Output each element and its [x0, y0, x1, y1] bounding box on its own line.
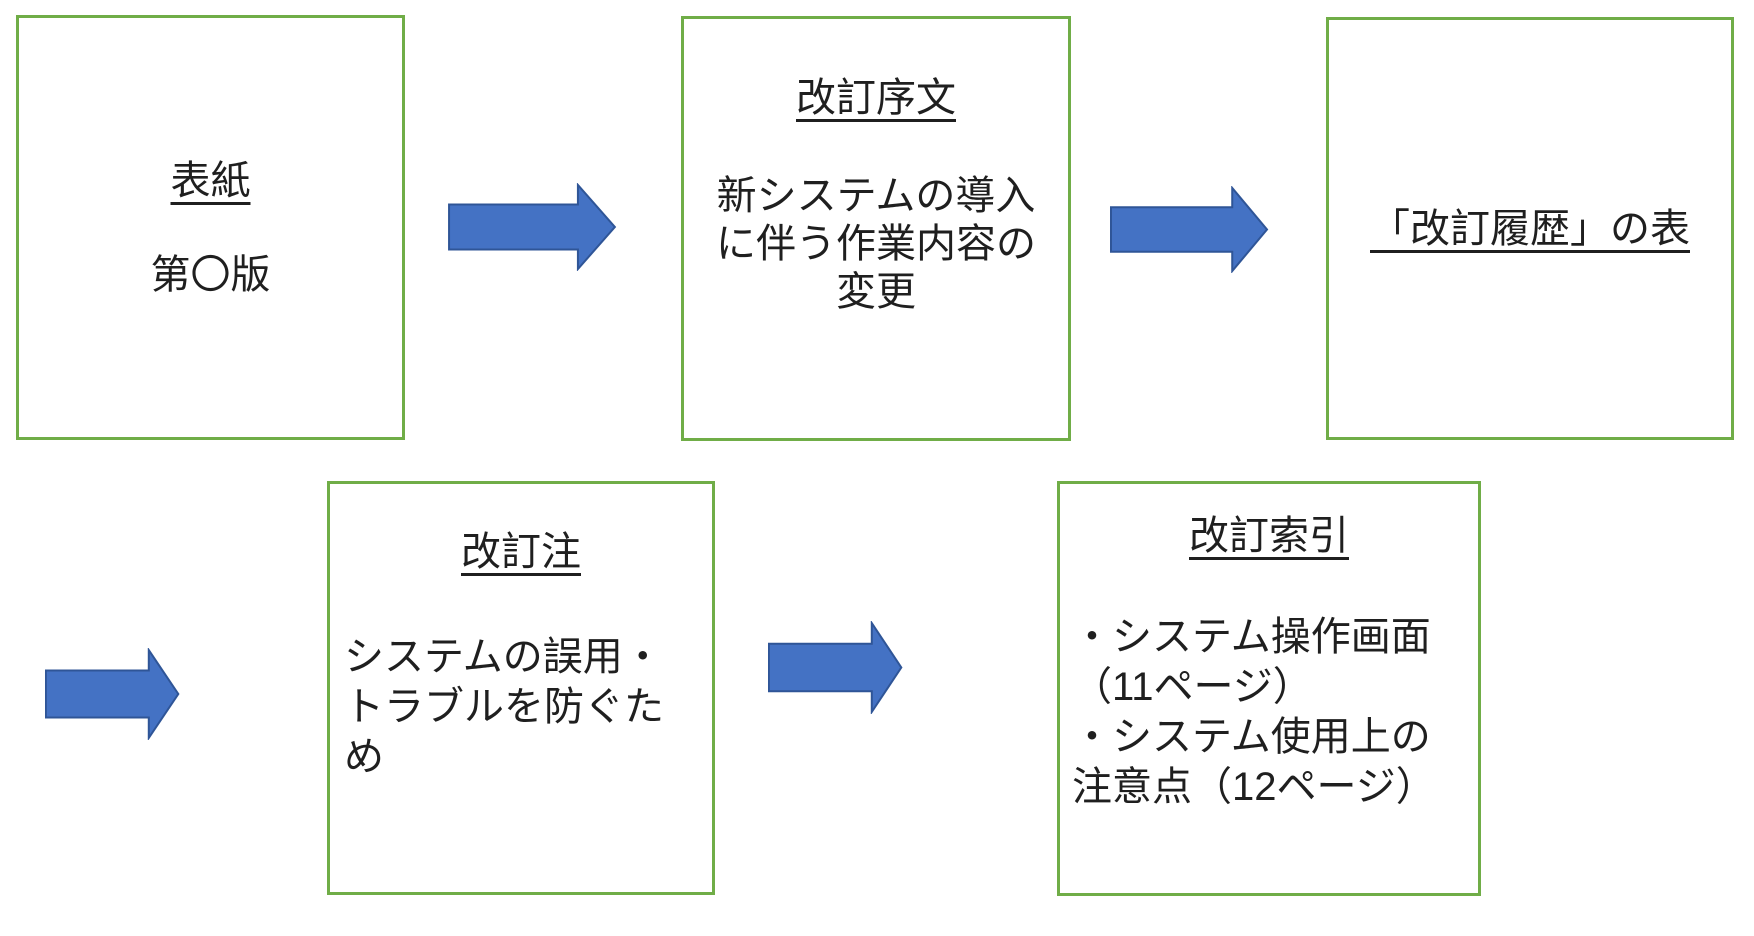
box-body: 第〇版: [151, 251, 271, 299]
box-body-line: ・システム使用上の: [1072, 715, 1431, 759]
box-body-line: 新システムの導入: [716, 174, 1036, 218]
box-body: ・システム操作画面 （11ページ） ・システム使用上の 注意点（12ページ）: [1072, 612, 1466, 812]
box-body-line: （11ページ）: [1072, 665, 1313, 709]
flow-box-revision-preface: 改訂序文 新システムの導入 に伴う作業内容の 変更: [681, 16, 1071, 441]
box-body-line: 変更: [836, 270, 916, 314]
right-arrow-icon: [1110, 186, 1269, 273]
flow-box-revision-history-table: 「改訂履歴」の表: [1326, 17, 1734, 440]
right-arrow-icon: [768, 621, 903, 714]
box-title: 表紙: [170, 158, 251, 203]
box-title: 「改訂履歴」の表: [1370, 206, 1690, 251]
box-body-line: め: [344, 735, 384, 779]
box-title: 改訂注: [461, 530, 581, 574]
flow-box-cover: 表紙 第〇版: [16, 15, 405, 440]
flow-arrow-2: [1110, 186, 1269, 273]
flow-arrow-4: [768, 621, 903, 714]
right-arrow-icon: [45, 648, 180, 740]
box-body-line: システムの誤用・: [344, 635, 663, 679]
box-title: 改訂序文: [796, 76, 956, 120]
right-arrow-icon: [448, 183, 617, 271]
box-body-line: ・システム操作画面: [1072, 615, 1431, 659]
box-body-line: 第〇版: [150, 252, 271, 297]
box-body: システムの誤用・ トラブルを防ぐた め: [344, 632, 698, 782]
flow-box-revision-note: 改訂注 システムの誤用・ トラブルを防ぐた め: [327, 481, 715, 895]
box-body-line: に伴う作業内容の: [716, 222, 1036, 266]
flow-box-revision-index: 改訂索引 ・システム操作画面 （11ページ） ・システム使用上の 注意点（12ペ…: [1057, 481, 1481, 896]
box-body-line: トラブルを防ぐた: [344, 685, 664, 729]
box-title: 改訂索引: [1189, 514, 1349, 558]
box-body: 新システムの導入 に伴う作業内容の 変更: [716, 172, 1036, 316]
flow-arrow-3: [45, 648, 180, 740]
flow-arrow-1: [448, 183, 617, 271]
box-body-line: 注意点（12ページ）: [1072, 765, 1436, 809]
